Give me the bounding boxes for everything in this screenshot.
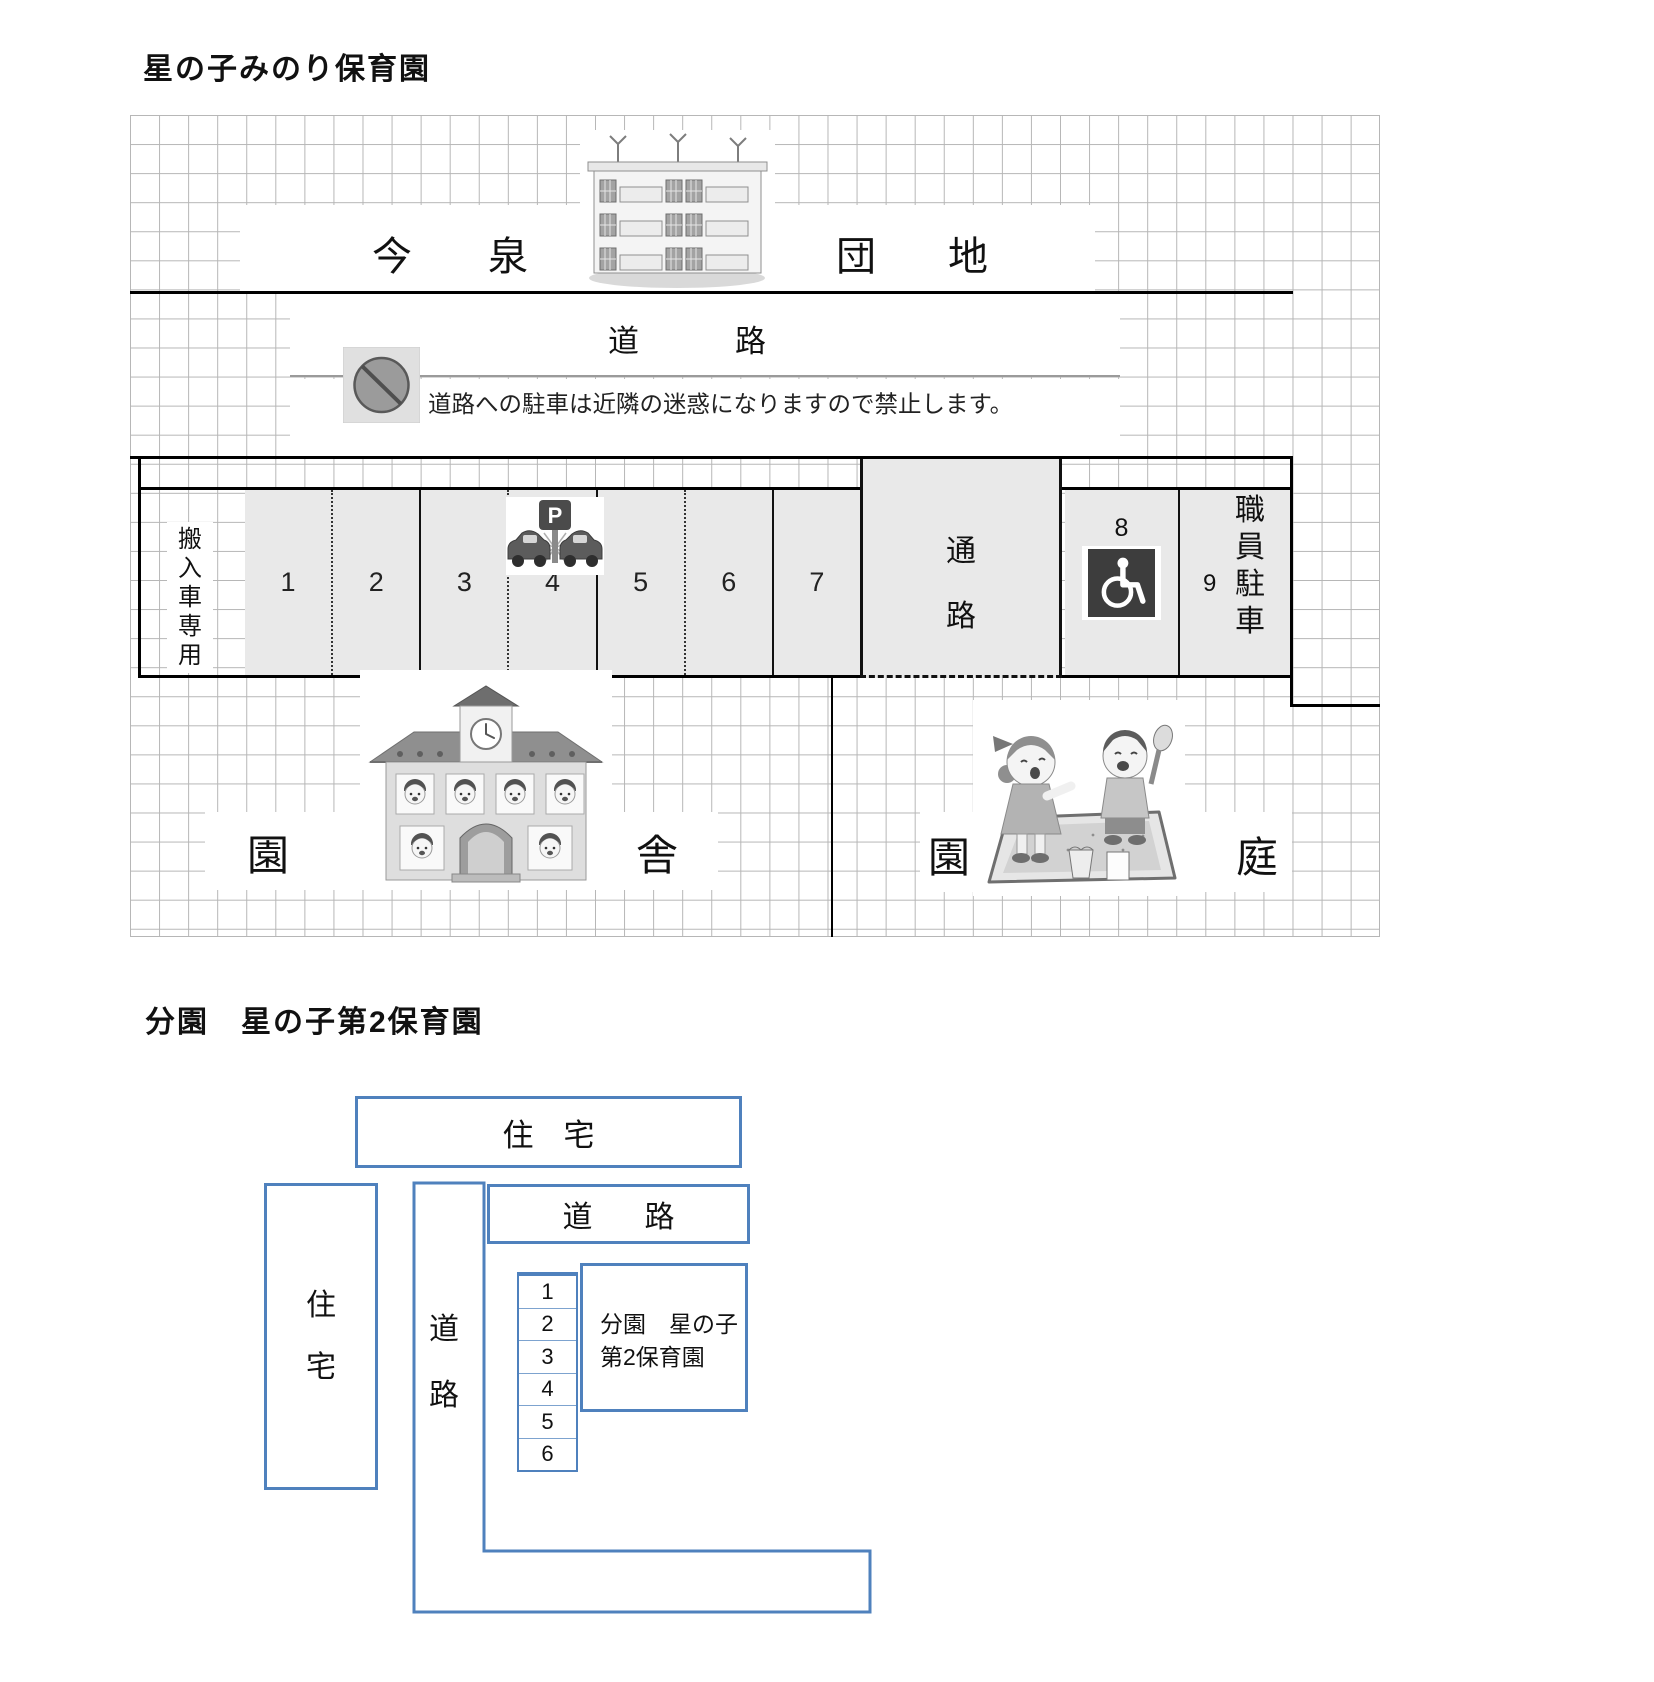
aisle-label: 通路: [946, 535, 976, 633]
road-label: 道路: [608, 324, 862, 359]
border-line-top: [130, 291, 1293, 294]
delivery-vehicles-only-label: 搬入車専用: [167, 522, 213, 673]
road-band: [290, 294, 1120, 377]
parking-spot-2: 2: [331, 490, 419, 675]
no-parking-notice-text: 道路への駐車は近隣の迷惑になりますので禁止します。: [428, 391, 1014, 417]
branch-building-label-line2: 第2保育園: [600, 1344, 705, 1371]
branch-spot-4: 4: [519, 1372, 576, 1406]
parking-border-top-right: [1062, 487, 1293, 490]
wheelchair-icon: [1088, 549, 1155, 617]
aisle-column: 通路: [860, 459, 1062, 678]
parking-border-step: [1290, 704, 1380, 707]
branch-parking-spots-column: 1 2 3 4 5 6: [517, 1272, 578, 1472]
branch-housing-left-box: 住宅: [264, 1183, 378, 1490]
parking-spot-3: 3: [419, 490, 507, 675]
border-line-road-bottom: [130, 456, 1293, 459]
danchi-label-right: 団地: [836, 235, 1060, 279]
branch-building-box: 分園 星の子 第2保育園: [580, 1263, 748, 1412]
parking-spot-5: 5: [595, 490, 684, 675]
branch-spot-6: 6: [519, 1437, 576, 1471]
parking-border-right: [1290, 456, 1293, 707]
staff-parking-label: 職員駐車: [1235, 494, 1265, 638]
parking-border-top-left: [138, 487, 860, 490]
parking-spot-9-label: 9: [1203, 570, 1217, 597]
parking-border-bottom-right: [1062, 675, 1293, 678]
page-title: 星の子みのり保育園: [143, 53, 431, 86]
parking-spot-1: 1: [280, 567, 296, 597]
notice-band: [290, 379, 1120, 456]
no-parking-icon: [342, 346, 421, 424]
children-sandbox-illustration: [973, 700, 1185, 896]
branch-title: 分園 星の子第2保育園: [145, 1006, 484, 1039]
branch-spot-2: 2: [519, 1307, 576, 1341]
danchi-label-left: 今泉: [372, 235, 604, 279]
playground-label-left: 園: [928, 834, 971, 881]
branch-road-vertical-label: 道路: [429, 1313, 459, 1412]
parking-border-left: [138, 456, 141, 678]
branch-building-label-line1: 分園 星の子: [600, 1311, 738, 1337]
branch-spot-5: 5: [519, 1405, 576, 1438]
staff-parking-cell: [1178, 490, 1290, 675]
branch-spot-1: 1: [541, 1278, 554, 1304]
parking-sign-with-cars: P: [506, 497, 604, 575]
branch-road-top-label: 道路: [562, 1201, 727, 1234]
yard-divider-line: [831, 678, 833, 937]
playground-label-right: 庭: [1236, 834, 1279, 881]
parking-spot-8-label: 8: [1114, 514, 1129, 542]
branch-spot-3: 3: [519, 1340, 576, 1373]
branch-road-top-box: 道路: [487, 1184, 750, 1244]
branch-housing-top-box: 住宅: [355, 1096, 742, 1168]
branch-housing-top-label: 住宅: [502, 1117, 625, 1153]
school-building-label-left: 園: [247, 832, 290, 879]
parking-spot-6: 6: [683, 490, 772, 675]
apartment-building-illustration: [580, 130, 775, 291]
school-building-illustration: [360, 670, 612, 890]
branch-road-l-shape: [410, 1180, 876, 1616]
branch-housing-left-label: 住宅: [306, 1288, 336, 1384]
svg-text:P: P: [548, 503, 563, 528]
parking-spot-7: 7: [771, 490, 860, 675]
school-building-label-right: 舎: [636, 832, 679, 879]
